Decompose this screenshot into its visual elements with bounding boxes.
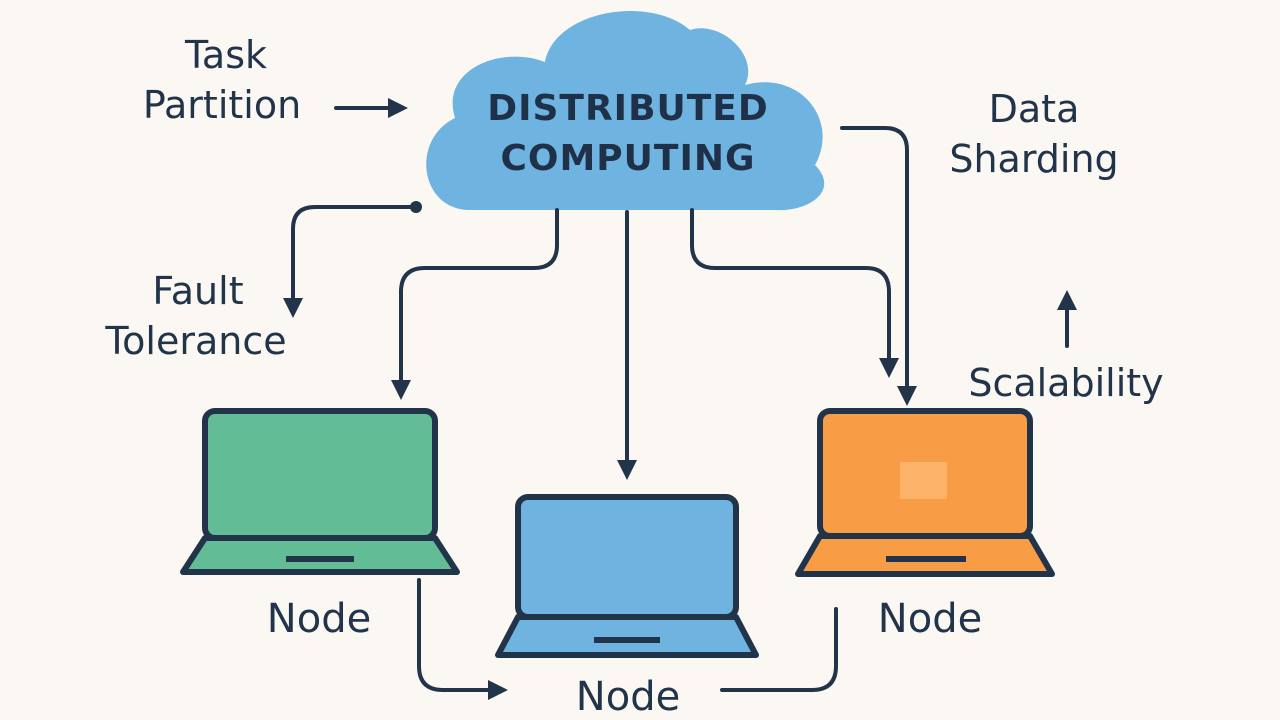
task-partition-label-line1: Task [184, 33, 267, 77]
node-middle-to-right-line [720, 607, 838, 692]
node-right-laptop [795, 408, 1055, 577]
node-middle-laptop [495, 494, 759, 658]
node-left-laptop [180, 408, 460, 575]
data-sharding-label-line1: Data [989, 87, 1080, 131]
task-partition-label-line2: Partition [143, 83, 301, 127]
fault-tolerance-arrow [283, 205, 418, 318]
cloud-title-line1: DISTRIBUTED [487, 88, 769, 129]
cloud-title-line2: COMPUTING [500, 138, 755, 179]
data-sharding-label-line2: Sharding [949, 137, 1118, 181]
fault-tolerance-label-line2: Tolerance [104, 319, 286, 363]
fault-tolerance-label-line1: Fault [152, 269, 243, 313]
cloud-shape [426, 11, 825, 211]
node-left-label: Node [267, 596, 371, 642]
scalability-label: Scalability [968, 361, 1163, 405]
data-sharding-arrow [840, 126, 917, 406]
node-right-label: Node [878, 596, 982, 642]
cloud-to-node-right-arrow [690, 208, 899, 378]
node-left-to-middle-arrow [417, 578, 508, 700]
cloud-to-node-left-arrow [391, 208, 559, 400]
node-middle-label: Node [576, 674, 680, 720]
